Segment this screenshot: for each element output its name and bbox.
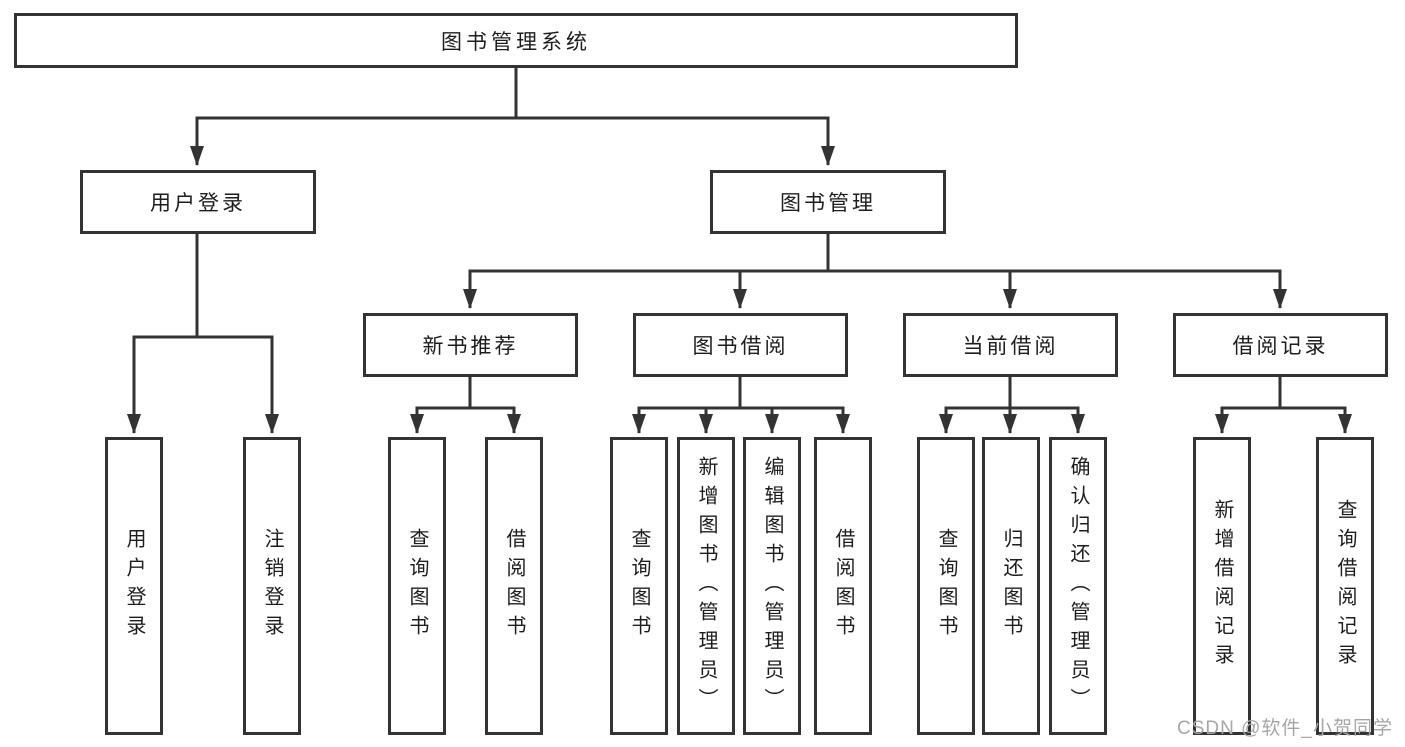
connector [195,234,279,434]
connector [514,68,835,166]
node-book-borrow: 图书借阅 [633,313,848,377]
leaf-user-login: 用户登录 [105,437,163,735]
connector [632,377,742,434]
leaf-borrow-book: 借阅图书 [814,437,872,735]
node-new-book-recommend: 新书推荐 [363,313,578,377]
connector [190,68,518,166]
connector [1278,377,1352,434]
leaf-add-book-admin: 新增图书（管理员） [677,437,735,735]
connector [468,377,521,434]
leaf-return-book: 归还图书 [982,437,1040,735]
connector [826,234,1287,309]
connector [699,377,742,434]
connector [1008,377,1085,434]
leaf-edit-book-admin: 编辑图书（管理员） [743,437,801,735]
leaf-add-borrow-record: 新增借阅记录 [1193,437,1251,735]
node-library-system: 图书管理系统 [14,13,1018,68]
connector [738,377,850,434]
connector [410,377,472,434]
node-user-login: 用户登录 [80,170,316,234]
watermark: CSDN @软件_小贺同学 [1177,718,1393,739]
leaf-query-borrow-record: 查询借阅记录 [1316,437,1374,735]
connector [127,234,199,434]
connector [1215,377,1282,434]
leaf-query-book-recommend: 查询图书 [388,437,446,735]
leaf-confirm-return-admin: 确认归还（管理员） [1049,437,1107,735]
leaf-borrow-book-recommend: 借阅图书 [485,437,543,735]
leaf-logout: 注销登录 [243,437,301,735]
leaf-query-book-borrow: 查询图书 [610,437,668,735]
node-current-borrow: 当前借阅 [903,313,1118,377]
connector [733,234,830,309]
node-borrow-records: 借阅记录 [1173,313,1388,377]
connector [939,377,1012,434]
leaf-query-book-current: 查询图书 [917,437,975,735]
node-book-management: 图书管理 [710,170,946,234]
connector [738,377,779,434]
